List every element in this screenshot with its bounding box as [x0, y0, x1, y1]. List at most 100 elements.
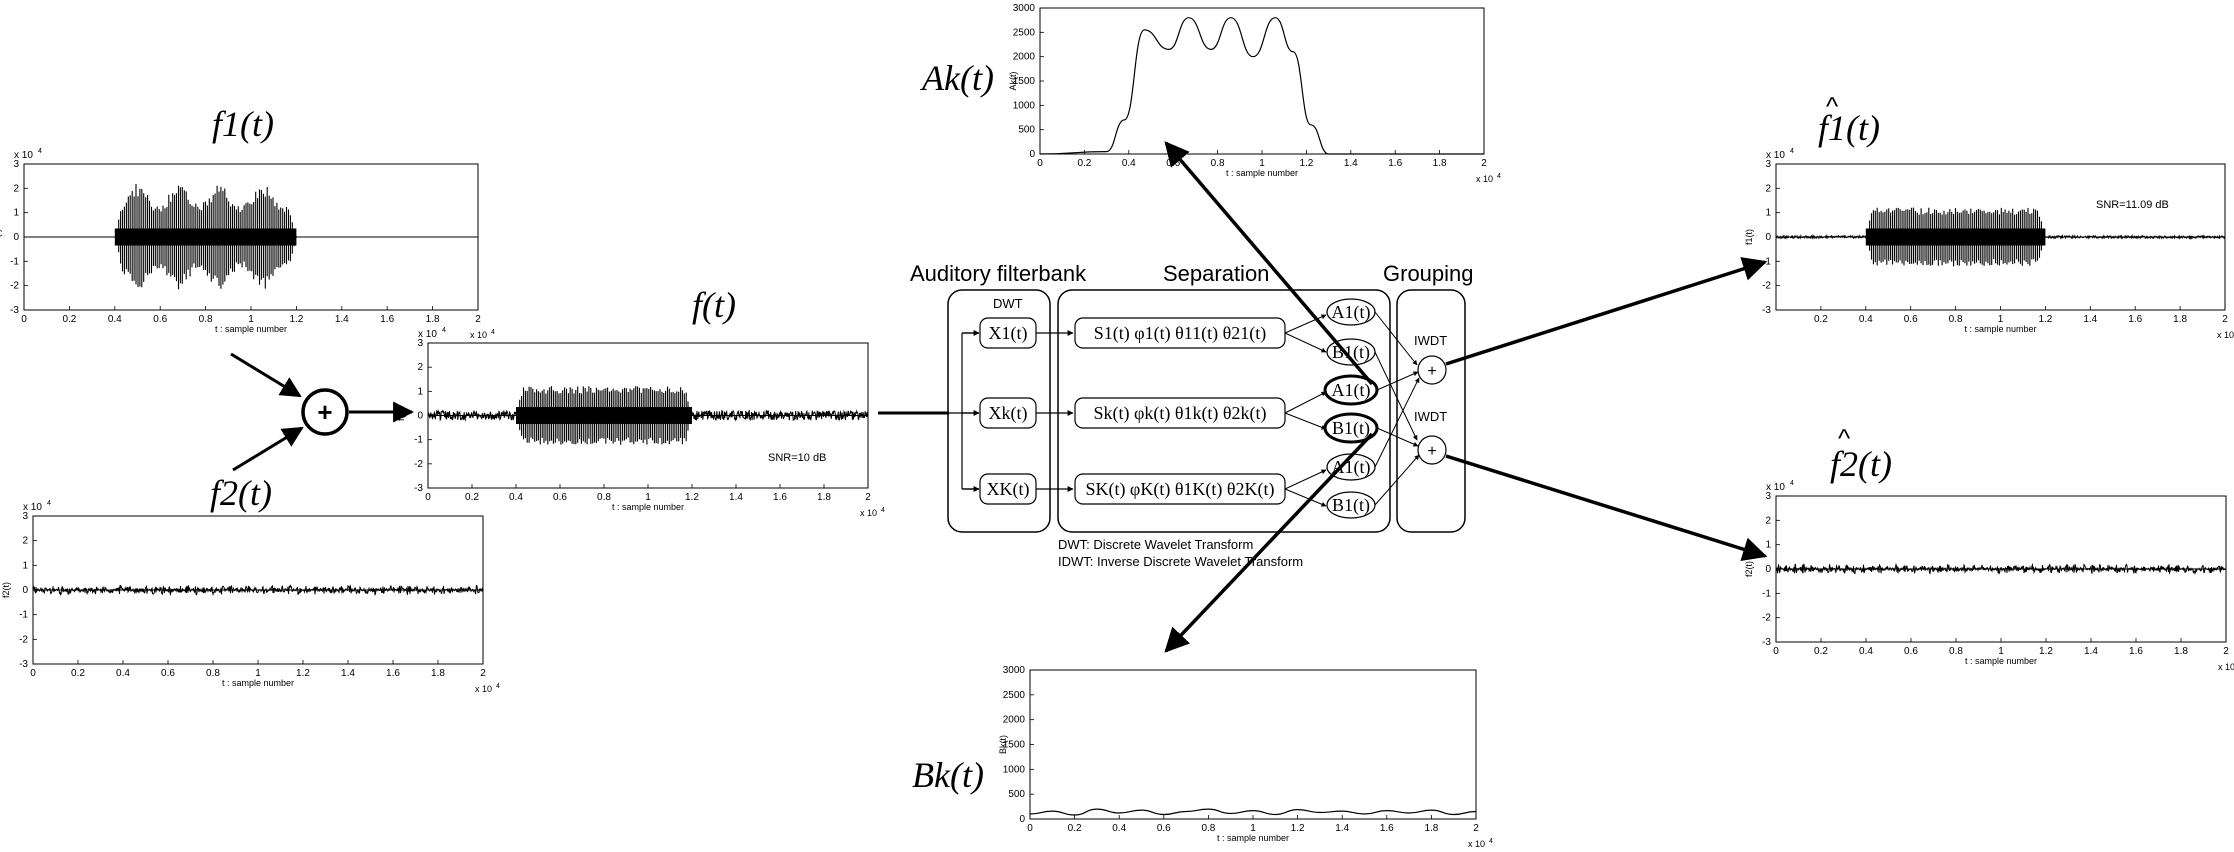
x-tick-label: 0.8	[597, 492, 611, 503]
y-tick-label: 3	[1765, 491, 1771, 502]
x-exponent: x 10	[1476, 174, 1493, 184]
x-tick-label: 0.6	[553, 492, 567, 503]
x-tick-label: 0.4	[1859, 646, 1873, 657]
x-exponent: x 10	[2217, 330, 2234, 340]
y-tick-label: -1	[1762, 588, 1771, 599]
title-f2: f2(t)	[210, 473, 272, 513]
y-tick-label: 2	[22, 536, 28, 547]
y-tick-label: 3	[1765, 159, 1771, 170]
y-tick-label: 500	[1008, 789, 1025, 800]
x-axis-label: t : sample number	[215, 324, 287, 334]
x-tick-label: 1.8	[817, 492, 831, 503]
label-idwt-top: IWDT	[1414, 333, 1447, 348]
x-tick-label: 0	[425, 492, 431, 503]
x-tick-label: 1.4	[335, 314, 349, 325]
x-exponent: x 10	[860, 508, 877, 518]
x-tick-label: 1	[1998, 646, 2004, 657]
y-tick-label: 3000	[1013, 3, 1036, 14]
x-exponent-power: 4	[1497, 173, 1501, 180]
x-tick-label: 1.2	[685, 492, 699, 503]
y-tick-label: 1500	[1003, 740, 1026, 751]
x-axis-label: t : sample number	[1964, 324, 2036, 334]
y-axis-label: f1(t)	[1744, 229, 1754, 245]
x-tick-label: 0.6	[1904, 314, 1918, 325]
x-axis-label: t : sample number	[1217, 833, 1289, 843]
block-x1-label: X1(t)	[989, 323, 1028, 344]
x-exponent: x 10	[2218, 662, 2234, 672]
sum-node-top	[1417, 355, 1447, 385]
y-axis-label: f1(t)	[0, 229, 2, 245]
title-bk: Bk(t)	[912, 755, 984, 795]
plot-frame	[1029, 669, 1477, 820]
y-axis-label: f2(t)	[1, 582, 11, 598]
y-tick-label: -2	[414, 459, 423, 470]
y-exponent: x 10	[418, 329, 437, 340]
label-separation: Separation	[1163, 261, 1269, 286]
x-tick-label: 0.8	[1201, 823, 1215, 834]
y-tick-label: 1	[22, 560, 28, 571]
x-tick-label: 2	[480, 668, 486, 679]
y-tick-label: 2000	[1013, 52, 1036, 63]
y-tick-label: 1000	[1013, 100, 1036, 111]
x-tick-label: 0	[1027, 823, 1033, 834]
y-exponent: x 10	[1766, 482, 1785, 493]
x-tick-label: 0.4	[116, 668, 130, 679]
label-dwt: DWT	[993, 296, 1023, 311]
x-tick-label: 2	[1473, 823, 1479, 834]
y-tick-label: -3	[1762, 305, 1771, 316]
y-tick-label: 1000	[1003, 764, 1026, 775]
block-sk-label: Sk(t) φk(t) θ1k(t) θ2k(t)	[1093, 403, 1266, 424]
y-tick-label: -2	[1762, 281, 1771, 292]
x-tick-label: 0.2	[465, 492, 479, 503]
node-b-mid-label: B1(t)	[1332, 418, 1370, 439]
note-idwt: IDWT: Inverse Discrete Wavelet Transform	[1058, 554, 1303, 569]
signal-core	[1865, 228, 2046, 246]
x-tick-label: 0.2	[1068, 823, 1082, 834]
label-idwt-bot: IWDT	[1414, 409, 1447, 424]
y-tick-label: 3	[417, 338, 423, 349]
x-tick-label: 0.8	[1949, 646, 1963, 657]
y-exponent: x 10	[23, 502, 42, 513]
x-tick-label: 2	[2223, 646, 2229, 657]
plot-frame	[1039, 7, 1485, 155]
y-tick-label: -2	[1762, 613, 1771, 624]
signal-core	[114, 228, 297, 246]
title-f2-hat: f2(t)	[1830, 444, 1892, 484]
node-b-bot-label: B1(t)	[1332, 495, 1370, 516]
x-tick-label: 1.4	[729, 492, 743, 503]
x-axis-label: t : sample number	[612, 502, 684, 512]
x-tick-label: 1	[255, 668, 261, 679]
snr-annotation: SNR=11.09 dB	[2096, 199, 2169, 211]
x-exponent-power: 4	[496, 683, 500, 690]
arrow-f2-to-sum	[232, 426, 304, 472]
svg-text:+: +	[317, 397, 332, 427]
title-f: f(t)	[692, 285, 736, 325]
x-tick-label: 0.4	[1122, 158, 1136, 169]
x-exponent-power: 4	[881, 507, 885, 514]
sum-node-top-label: +	[1427, 363, 1436, 380]
x-tick-label: 0	[30, 668, 36, 679]
y-tick-label: 0	[417, 411, 423, 422]
x-tick-label: 0	[1037, 158, 1043, 169]
block-sK-label: SK(t) φK(t) θ1K(t) θ2K(t)	[1085, 479, 1274, 500]
x-tick-label: 1.6	[2129, 646, 2143, 657]
x-tick-label: 1.2	[2039, 646, 2053, 657]
x-tick-label: 1.4	[341, 668, 355, 679]
y-exponent-power: 4	[1790, 480, 1794, 487]
y-tick-label: 2500	[1003, 690, 1026, 701]
arrow-to-f1-estimate	[1445, 257, 1768, 366]
node-a-mid-label: A1(t)	[1332, 380, 1371, 401]
x-tick-label: 1.6	[1388, 158, 1402, 169]
x-tick-label: 0.2	[1077, 158, 1091, 169]
y-tick-label: -1	[10, 256, 19, 267]
y-tick-label: -3	[10, 305, 19, 316]
y-tick-label: -2	[10, 281, 19, 292]
y-exponent-power: 4	[47, 500, 51, 507]
x-tick-label: 1.4	[2084, 646, 2098, 657]
x-tick-label: 0.2	[62, 314, 76, 325]
label-auditory-filterbank: Auditory filterbank	[910, 261, 1087, 286]
x-tick-label: 1.4	[1335, 823, 1349, 834]
